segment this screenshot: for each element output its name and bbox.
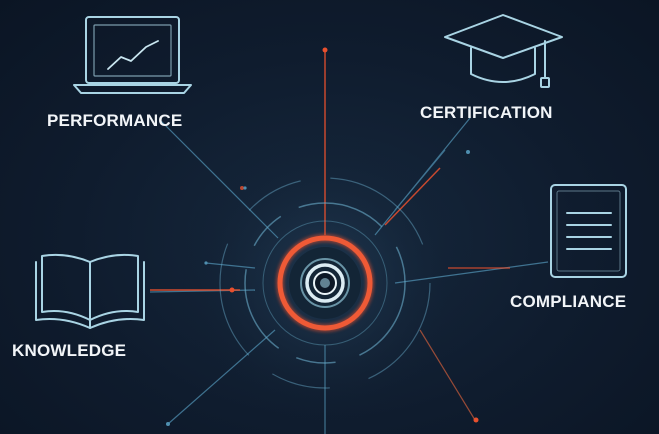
core-eye-ring — [305, 263, 345, 303]
outer-ring — [219, 177, 431, 389]
middle-ring — [244, 202, 406, 364]
book-left-page — [41, 253, 91, 321]
chart-trend-line — [107, 40, 159, 70]
performance-label: PERFORMANCE — [47, 111, 183, 130]
document-sheet — [550, 184, 627, 278]
decor-dot — [166, 422, 170, 426]
laptop-screen — [85, 16, 180, 84]
certification-label: CERTIFICATION — [420, 103, 553, 122]
knowledge-label: KNOWLEDGE — [12, 341, 127, 360]
inner-ring — [262, 220, 388, 346]
hub-rings — [219, 177, 431, 389]
cap-board — [444, 14, 563, 59]
connector-lower-left — [167, 329, 276, 425]
connector-small-left — [205, 262, 256, 269]
decor-dot — [204, 261, 208, 265]
compliance-label: COMPLIANCE — [510, 292, 627, 311]
accent-line-upper-right — [384, 167, 441, 226]
graduation-cap-icon — [444, 14, 563, 88]
accent-dot-upper-left — [240, 186, 244, 190]
accent-dot-left — [229, 287, 235, 293]
core-pupil — [320, 278, 330, 288]
cap-crown — [470, 47, 536, 83]
connector-performance — [159, 119, 279, 239]
connector-small-right — [394, 149, 446, 211]
core-inner-ring — [300, 258, 350, 308]
laptop-chart-icon — [73, 16, 192, 94]
accent-dot-bottom-right — [473, 417, 479, 423]
core-ring — [277, 235, 373, 331]
connector-lower-right — [419, 329, 476, 421]
cap-tassel — [540, 77, 550, 88]
accent-lines — [150, 50, 510, 291]
laptop-base — [73, 84, 192, 94]
decor-dot — [466, 150, 470, 154]
connector-compliance — [394, 261, 549, 284]
decor-dots — [166, 150, 470, 426]
decor-dot — [243, 186, 247, 190]
open-book-icon — [35, 253, 145, 329]
document-inner — [556, 190, 621, 272]
accent-dot-top — [322, 47, 328, 53]
book-right-page — [89, 253, 139, 321]
laptop-display — [93, 24, 172, 77]
document-icon — [550, 184, 627, 278]
